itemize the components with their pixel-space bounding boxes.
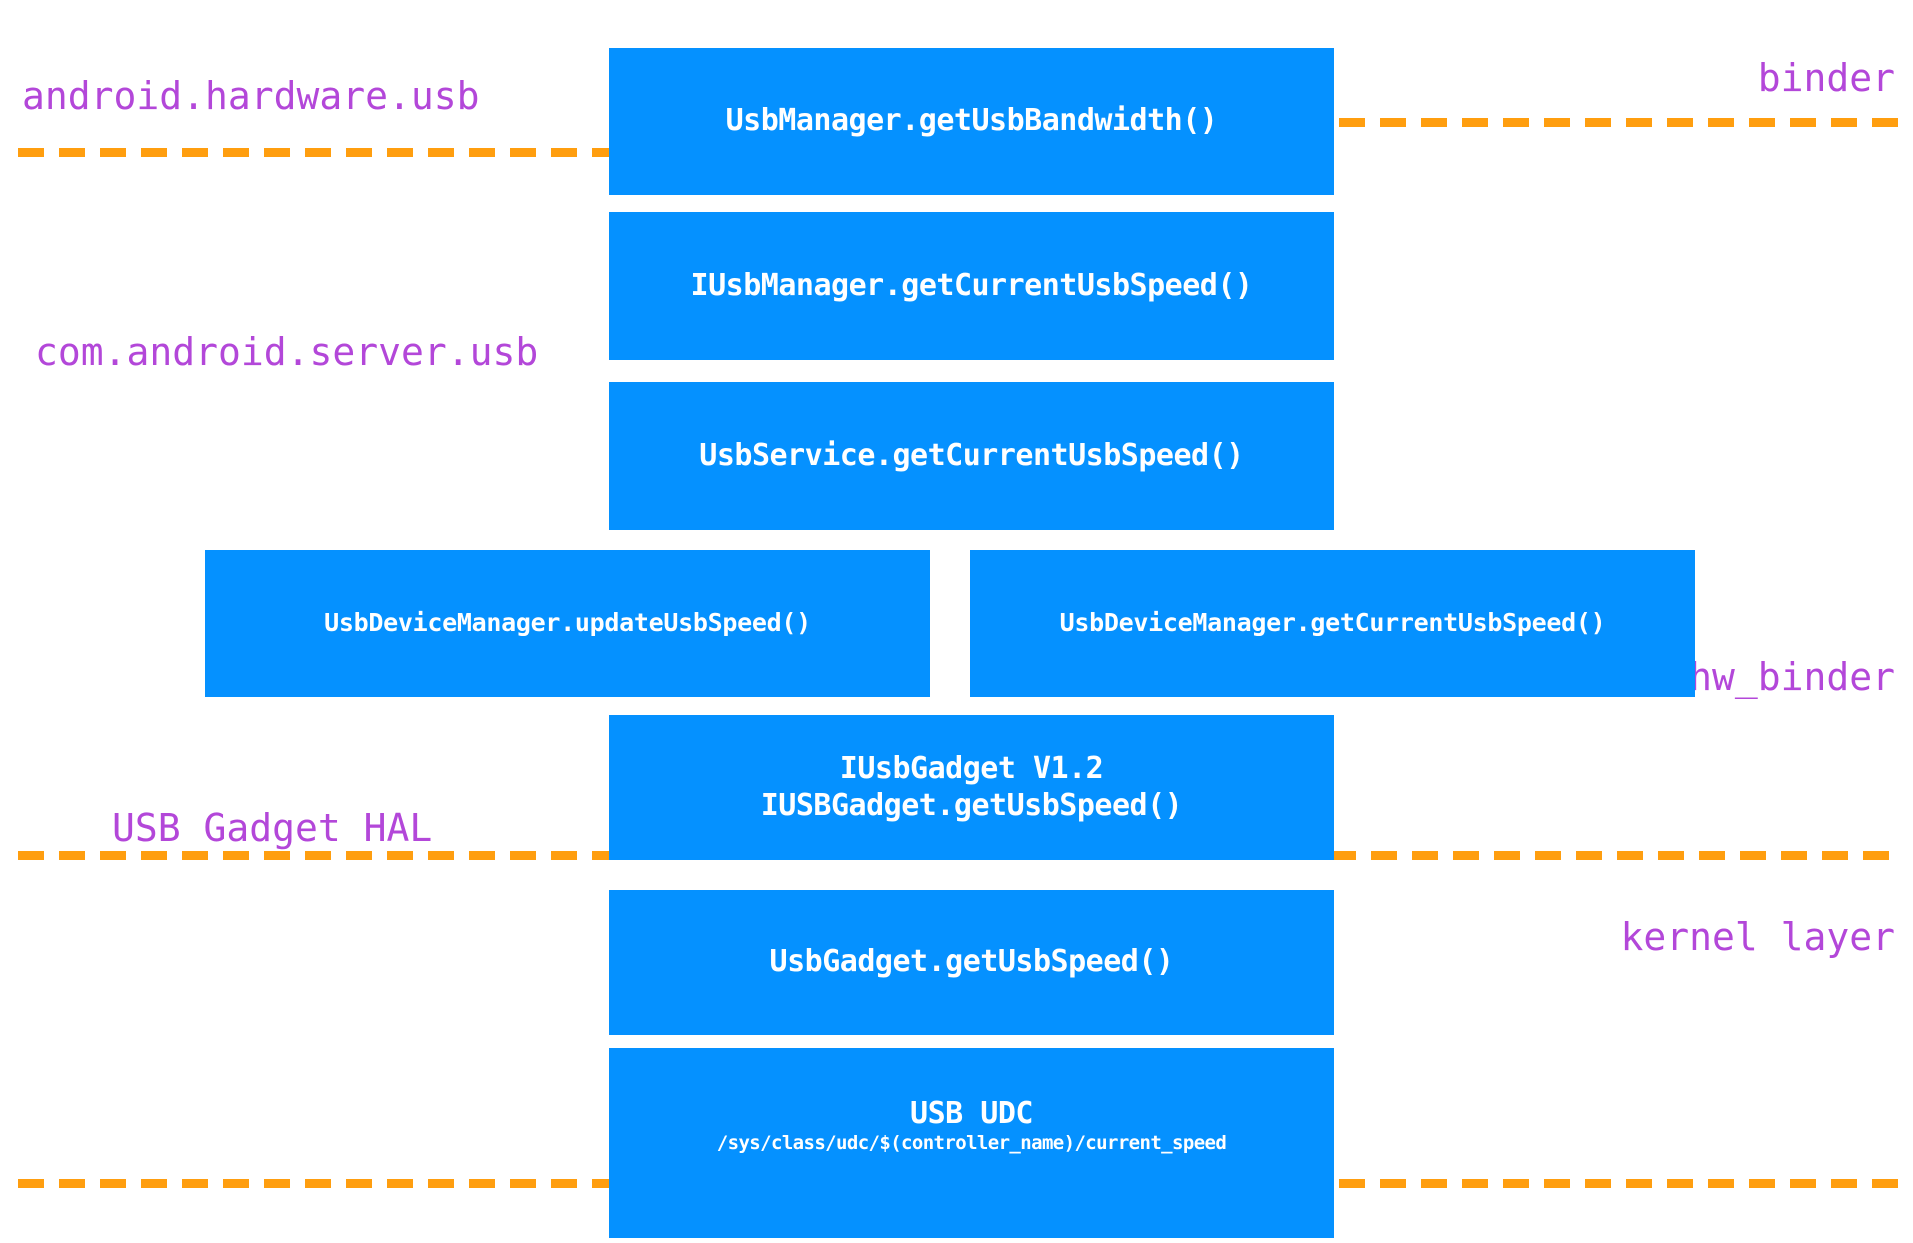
node-sysfs-path: /sys/class/udc/$(controller_name)/curren… — [716, 1132, 1227, 1155]
layer-label-binder: binder — [1757, 56, 1895, 100]
boundary-line-kernel-left — [18, 1179, 618, 1188]
boundary-line-binder-left — [18, 148, 618, 157]
node-label: UsbGadget.getUsbSpeed() — [769, 944, 1174, 980]
node-iusbmanager-getcurrentusbspeed[interactable]: IUsbManager.getCurrentUsbSpeed() — [609, 212, 1334, 360]
boundary-line-binder-right — [1298, 118, 1898, 127]
node-text-stack: USB UDC /sys/class/udc/$(controller_name… — [716, 1095, 1227, 1156]
node-iusbgadget-getusbspeed[interactable]: IUsbGadget V1.2 IUSBGadget.getUsbSpeed() — [609, 715, 1334, 860]
node-usb-udc[interactable]: USB UDC /sys/class/udc/$(controller_name… — [609, 1048, 1334, 1238]
layer-label-com-android-server-usb: com.android.server.usb — [35, 330, 539, 374]
node-usbdevicemanager-getcurrentusbspeed[interactable]: UsbDeviceManager.getCurrentUsbSpeed() — [970, 550, 1695, 697]
node-label: UsbDeviceManager.getCurrentUsbSpeed() — [1059, 608, 1606, 638]
boundary-line-kernel-right — [1298, 1179, 1898, 1188]
node-label: UsbManager.getUsbBandwidth() — [725, 103, 1218, 139]
node-usbmanager-getusbbandwidth[interactable]: UsbManager.getUsbBandwidth() — [609, 48, 1334, 195]
node-usbservice-getcurrentusbspeed[interactable]: UsbService.getCurrentUsbSpeed() — [609, 382, 1334, 530]
node-label: IUsbManager.getCurrentUsbSpeed() — [690, 267, 1253, 303]
node-label-secondary: IUSBGadget.getUsbSpeed() — [760, 787, 1183, 823]
node-label: USB UDC — [910, 1095, 1033, 1131]
node-usbgadget-getusbspeed[interactable]: UsbGadget.getUsbSpeed() — [609, 890, 1334, 1035]
node-label: UsbDeviceManager.updateUsbSpeed() — [324, 608, 811, 638]
layer-label-kernel-layer: kernel layer — [1620, 915, 1895, 959]
layer-label-usb-gadget-hal: USB Gadget HAL — [112, 806, 433, 850]
node-label-primary: IUsbGadget V1.2 — [839, 750, 1104, 786]
layer-label-hw-binder: hw_binder — [1689, 655, 1895, 699]
layer-label-android-hardware-usb: android.hardware.usb — [22, 74, 480, 118]
node-label: UsbService.getCurrentUsbSpeed() — [699, 437, 1244, 473]
node-usbdevicemanager-updateusbspeed[interactable]: UsbDeviceManager.updateUsbSpeed() — [205, 550, 930, 697]
